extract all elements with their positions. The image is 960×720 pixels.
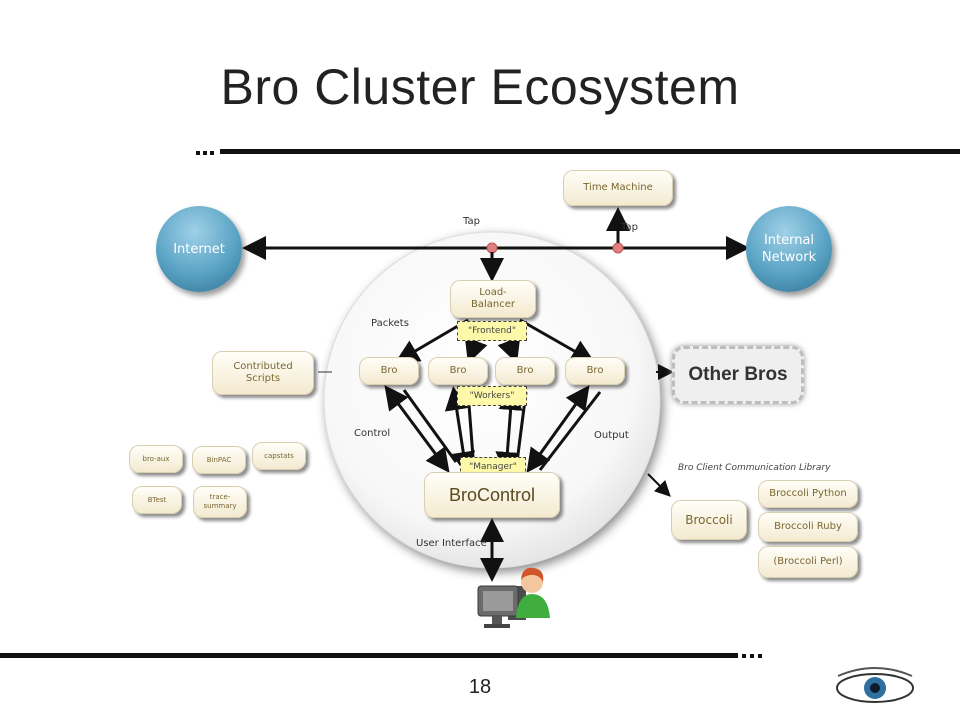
page-title: Bro Cluster Ecosystem (220, 59, 740, 115)
bro-logo-eye-icon (836, 667, 914, 703)
bro-node: Bro (495, 357, 555, 385)
bro-node: Bro (428, 357, 488, 385)
packets-label: Packets (371, 318, 409, 329)
trace-summary-node: trace-summary (193, 486, 247, 518)
broccoli-node: Broccoli (671, 500, 747, 540)
brocontrol-node: BroControl (424, 472, 560, 518)
broccoli-python-node: Broccoli Python (758, 480, 858, 508)
internal-network-label: Internal Network (761, 233, 817, 265)
bro-aux-node: bro-aux (129, 445, 183, 473)
broccoli-ruby-node: Broccoli Ruby (758, 512, 858, 542)
btest-node: BTest (132, 486, 182, 514)
capstats-node: capstats (252, 442, 306, 470)
packet-arrow (394, 318, 469, 364)
bro-node: Bro (565, 357, 625, 385)
binpac-node: BinPAC (192, 446, 246, 474)
output-arrow (538, 391, 602, 471)
workers-tag: "Workers" (457, 386, 527, 406)
control-arrow (384, 385, 450, 473)
packet-arrow (519, 318, 596, 363)
page-number: 18 (468, 676, 492, 698)
internal-network-node: Internal Network (746, 206, 832, 292)
load-balancer-node: Load- Balancer (450, 280, 536, 318)
tap-point (486, 242, 498, 254)
internet-node: Internet (156, 206, 242, 292)
top-rule (196, 149, 960, 155)
contributed-scripts-label: Contributed Scripts (233, 361, 293, 384)
tap-label: Tap (621, 222, 638, 233)
broccoli-perl-node: (Broccoli Perl) (758, 546, 858, 578)
user-interface-label: User Interface (416, 538, 487, 549)
control-label: Control (354, 428, 391, 439)
trace-summary-label: trace-summary (203, 493, 237, 510)
bro-node: Bro (359, 357, 419, 385)
user-icon (477, 567, 550, 628)
output-label: Output (594, 430, 629, 441)
contributed-scripts-node: Contributed Scripts (212, 351, 314, 395)
other-bros-node: Other Bros (672, 346, 804, 404)
broccoli-library-label: Bro Client Communication Library (678, 463, 831, 473)
bottom-rule (0, 653, 762, 658)
broccoli-arrow (647, 473, 671, 497)
frontend-tag: "Frontend" (457, 321, 527, 341)
time-machine-node: Time Machine (563, 170, 673, 206)
tap-label: Tap (463, 216, 480, 227)
output-arrow (526, 385, 590, 473)
tap-point (612, 242, 624, 254)
